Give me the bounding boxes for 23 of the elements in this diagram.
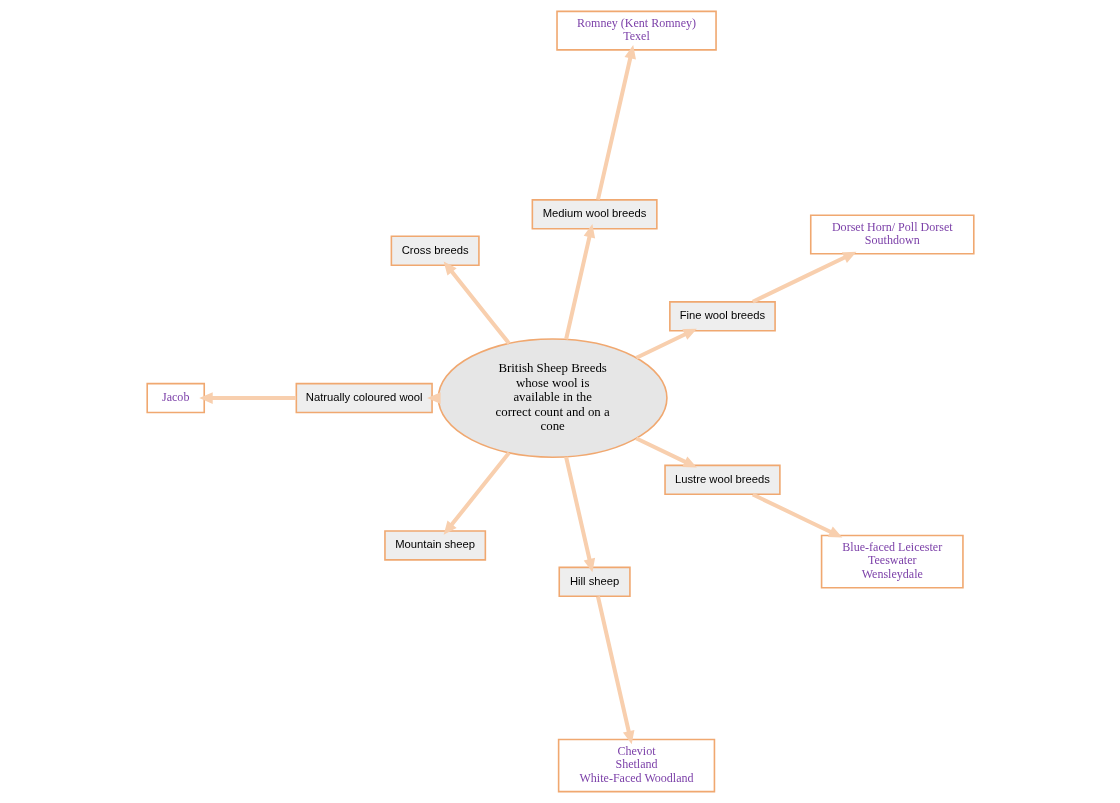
node-box: Hill sheep [557, 566, 631, 598]
arrow [563, 223, 595, 340]
arrow [634, 328, 697, 360]
node-box: Lustre wool breeds [663, 464, 781, 496]
node-box: Jacob [145, 382, 205, 414]
arrow [595, 596, 634, 745]
node-box: Dorset Horn/ Poll Dorset Southdown [809, 214, 975, 255]
node-box: Mountain sheep [383, 530, 486, 561]
node-box: Natrually coloured wool [295, 382, 433, 414]
node-box: Medium wool breeds [531, 199, 658, 230]
arrow [563, 456, 595, 573]
node-box: Romney (Kent Romney) Texel [555, 10, 717, 51]
arrow [443, 261, 511, 345]
arrow [198, 392, 296, 404]
arrow [751, 251, 856, 304]
arrow [634, 436, 697, 468]
node-box: Cross breeds [390, 235, 480, 266]
node-box: Cheviot Shetland White-Faced Woodland [557, 738, 715, 793]
arrow [443, 451, 511, 535]
node-box: Fine wool breeds [668, 301, 776, 332]
arrow [595, 45, 636, 201]
node-box: Blue-faced Leicester Teeswater Wensleydale [820, 534, 964, 589]
arrow [751, 492, 842, 538]
